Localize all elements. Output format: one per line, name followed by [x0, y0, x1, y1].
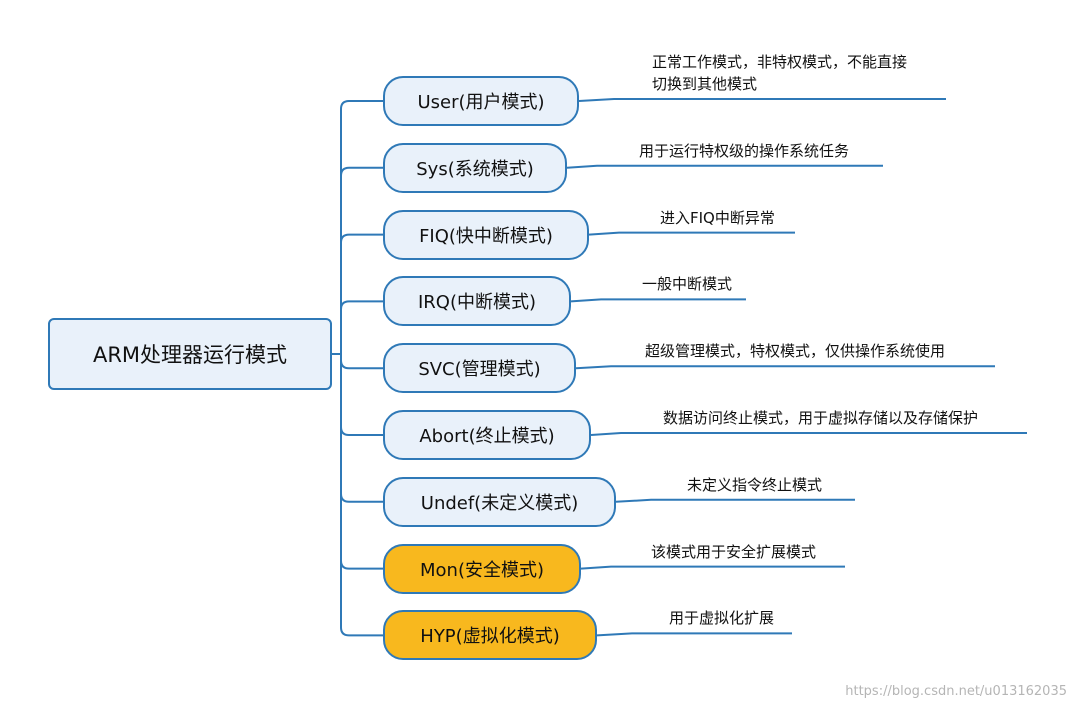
mode-node[interactable]: SVC(管理模式): [383, 343, 576, 394]
mode-node[interactable]: User(用户模式): [383, 76, 579, 126]
branch-connector: [340, 166, 383, 354]
description-line: 切换到其他模式: [652, 75, 758, 93]
mode-label: HYP(虚拟化模式): [420, 626, 560, 648]
mode-node[interactable]: Sys(系统模式): [383, 142, 567, 193]
root-node[interactable]: ARM处理器运行模式: [48, 318, 332, 390]
mode-label: Mon(安全模式): [420, 559, 544, 581]
branch-connector: [340, 300, 383, 354]
mode-node[interactable]: Mon(安全模式): [383, 543, 581, 594]
mode-node[interactable]: FIQ(快中断模式): [383, 209, 589, 260]
mode-label: FIQ(快中断模式): [419, 225, 553, 247]
description-line: 超级管理模式，特权模式，仅供操作系统使用: [645, 342, 946, 361]
root-label: ARM处理器运行模式: [92, 343, 288, 367]
mode-description: 一般中断模式: [642, 273, 732, 295]
description-underline: [590, 432, 1027, 436]
mode-label: SVC(管理模式): [418, 359, 541, 381]
mode-description: 用于运行特权级的操作系统任务: [639, 140, 849, 162]
mode-description: 超级管理模式，特权模式，仅供操作系统使用: [645, 340, 945, 362]
mode-label: Undef(未定义模式): [420, 492, 579, 514]
mode-node[interactable]: IRQ(中断模式): [383, 276, 571, 327]
branch-connector: [340, 354, 383, 503]
description-underline: [588, 231, 795, 236]
description-line: 用于运行特权级的操作系统任务: [639, 141, 850, 160]
mode-description: 进入FIQ中断异常: [660, 207, 775, 229]
description-line: 正常工作模式，非特权模式，不能直接: [652, 53, 908, 71]
description-underline: [575, 365, 995, 370]
mode-description: 用于虚拟化扩展: [669, 607, 774, 629]
watermark: https://blog.csdn.net/u013162035: [845, 684, 1067, 699]
branch-connector: [340, 100, 383, 354]
mode-node[interactable]: Undef(未定义模式): [383, 476, 616, 527]
description-underline: [596, 632, 792, 637]
description-line: 用于虚拟化扩展: [669, 609, 775, 628]
description-underline: [566, 164, 883, 169]
mode-label: IRQ(中断模式): [417, 292, 537, 314]
description-line: 数据访问终止模式，用于虚拟存储以及存储保护: [663, 409, 979, 427]
description-underline: [615, 498, 855, 503]
description-line: 未定义指令终止模式: [687, 475, 823, 494]
branch-connector: [340, 354, 383, 370]
description-underline: [580, 565, 845, 570]
description-line: 该模式用于安全扩展模式: [651, 542, 817, 561]
description-line: 一般中断模式: [642, 275, 733, 294]
description-underline: [578, 98, 946, 102]
mode-label: Abort(终止模式): [419, 426, 555, 447]
description-line: 进入FIQ中断异常: [660, 208, 775, 227]
mode-description: 数据访问终止模式，用于虚拟存储以及存储保护: [663, 407, 978, 429]
branch-connector: [340, 354, 383, 637]
mode-description: 正常工作模式，非特权模式，不能直接切换到其他模式: [652, 51, 907, 95]
mode-label: User(用户模式): [417, 92, 545, 113]
branch-connector: [340, 233, 383, 354]
mode-node[interactable]: Abort(终止模式): [383, 410, 591, 460]
branch-connector: [340, 354, 383, 436]
description-underline: [570, 298, 746, 303]
mode-label: Sys(系统模式): [416, 158, 534, 180]
mode-node[interactable]: HYP(虚拟化模式): [383, 610, 597, 661]
mode-description: 该模式用于安全扩展模式: [651, 541, 816, 563]
branch-connector: [340, 354, 383, 570]
mode-description: 未定义指令终止模式: [687, 474, 822, 496]
